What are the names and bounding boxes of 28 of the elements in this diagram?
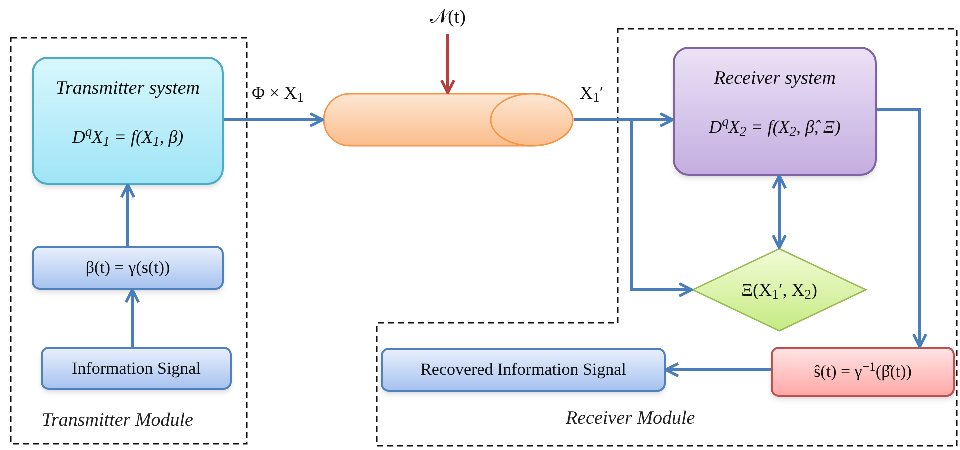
box-text: β(t) = γ(s(t)) [86, 257, 170, 280]
arrow [574, 118, 694, 298]
arrow [120, 184, 136, 246]
process-box [32, 246, 224, 290]
arrow [877, 108, 928, 348]
arrow [772, 174, 788, 250]
box-title: Transmitter system [56, 77, 200, 101]
process-box [673, 47, 877, 176]
process-box [771, 347, 955, 397]
process-box [381, 348, 666, 392]
box-text: Recovered Information Signal [420, 359, 626, 382]
arrow [224, 112, 324, 128]
edge-label: Φ × X$_{1}$ [252, 83, 304, 103]
process-box [32, 57, 224, 185]
box-text: D$^{q}$X$_{1}$ = f(X$_{1}$, β) [72, 124, 184, 150]
module-label: Receiver Module [566, 408, 696, 428]
arrow [124, 288, 140, 347]
process-box [41, 347, 232, 390]
box-title: Receiver system [714, 67, 836, 91]
noise-label: 𝒩(t) [430, 6, 466, 30]
formula: Ξ(X$_{1}$′, X$_{2}$) [741, 278, 818, 304]
arrow [440, 34, 456, 94]
box-text: Information Signal [72, 358, 201, 380]
module-label: Transmitter Module [42, 410, 194, 430]
arrow [664, 362, 771, 378]
edge-label: X$_{1}$′ [580, 83, 604, 103]
box-text: ŝ(t) = γ$^{−1}$(β̂(t)) [814, 359, 912, 384]
box-text: D$^{q}$X$_{2}$ = f(X$_{2}$, β̂, Ξ) [709, 114, 841, 140]
